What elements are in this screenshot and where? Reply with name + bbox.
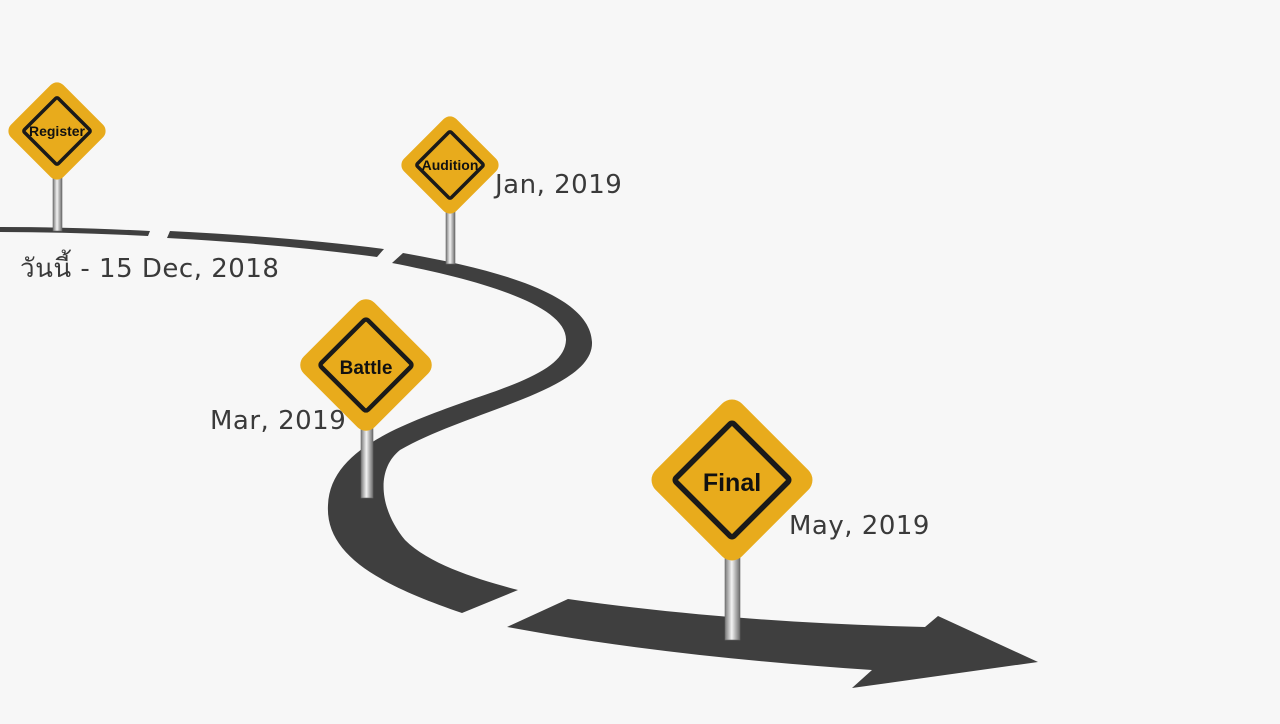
date-register: วันนี้ - 15 Dec, 2018 [20, 254, 280, 284]
milestone-final: Final [651, 399, 813, 641]
sign-pole [445, 207, 456, 265]
diamond-sign [8, 82, 106, 180]
diamond-sign [401, 116, 499, 214]
road-arrow [507, 599, 1038, 688]
sign-label-final: Final [703, 469, 761, 497]
milestone-register: Register [8, 82, 106, 232]
road-segment-1 [0, 227, 150, 236]
sign-label-battle: Battle [340, 358, 393, 379]
sign-label-audition: Audition [422, 157, 479, 173]
sign-pole [52, 174, 63, 232]
sign-pole [360, 424, 374, 499]
road-segment-2 [167, 231, 384, 257]
date-final: May, 2019 [789, 511, 930, 541]
diamond-sign-border [318, 317, 414, 413]
date-battle: Mar, 2019 [210, 406, 347, 436]
diamond-sign-border [22, 96, 92, 166]
milestone-audition: Audition [401, 116, 499, 265]
sign-pole [724, 551, 741, 641]
diamond-sign-border [672, 420, 792, 540]
diamond-sign-border [415, 130, 485, 200]
winding-road [0, 227, 1038, 688]
diamond-sign [651, 399, 813, 561]
diamond-sign [300, 299, 432, 431]
milestone-battle: Battle [300, 299, 432, 499]
date-audition: Jan, 2019 [495, 170, 623, 200]
sign-label-register: Register [29, 123, 86, 139]
